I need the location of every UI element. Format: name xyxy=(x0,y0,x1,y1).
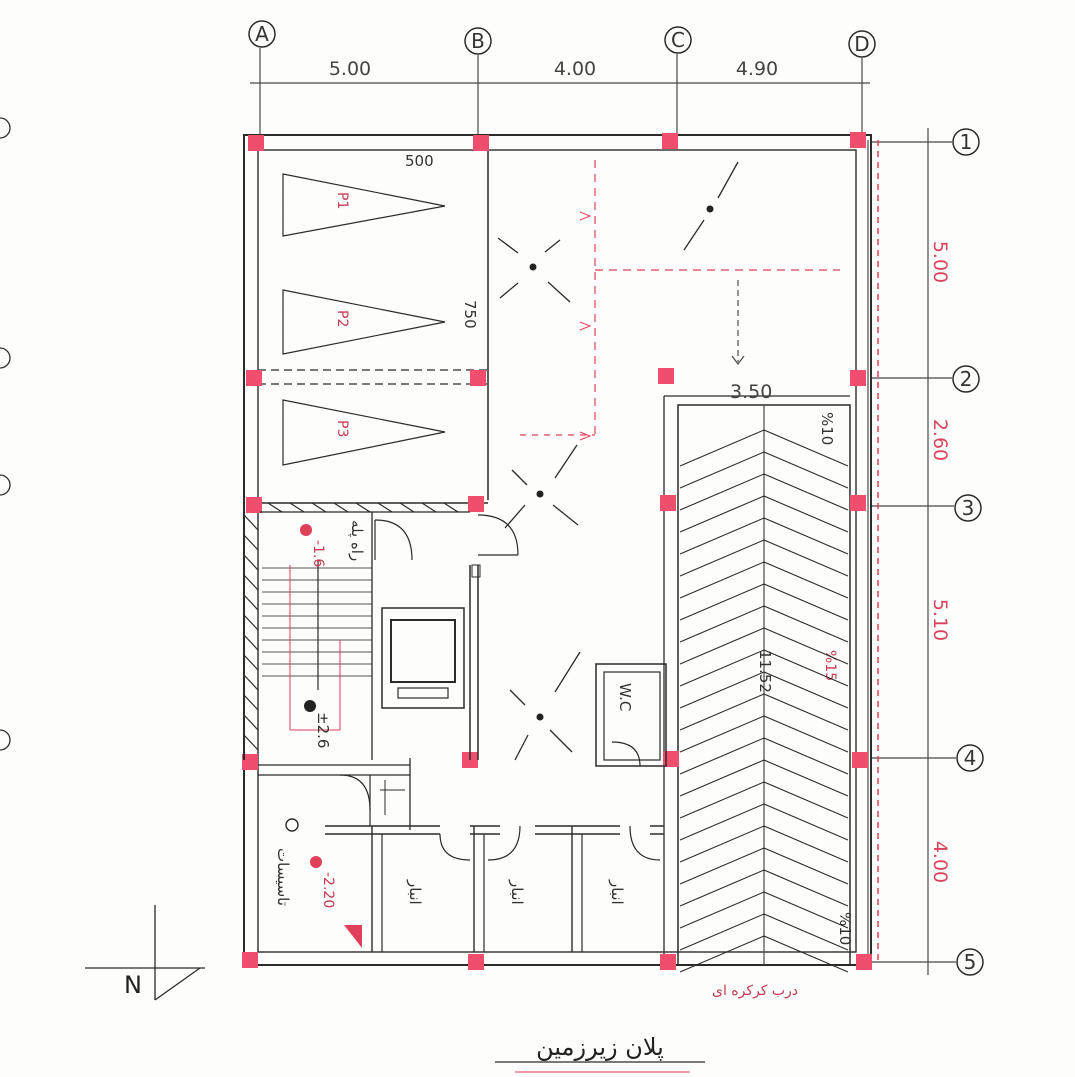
column-17 xyxy=(242,952,258,968)
column-19 xyxy=(660,954,676,970)
column-3 xyxy=(662,133,678,149)
column-9 xyxy=(246,497,262,513)
right-dim-45: 4.00 xyxy=(929,841,951,883)
grid-label-3: 3 xyxy=(962,496,975,520)
column-7 xyxy=(658,368,674,384)
ramp-chevron-line xyxy=(679,517,849,555)
garage-width-dim: 500 xyxy=(405,152,434,170)
utility-label: تاسیسات xyxy=(274,848,292,906)
ramp-chevron-line xyxy=(679,693,849,731)
storage-label-3: انبار xyxy=(608,879,626,905)
grid-axis-top: A B C D 5.00 4.00 4.90 xyxy=(248,20,876,135)
grid-label-c: C xyxy=(671,28,685,52)
ceiling-light-3 xyxy=(504,444,579,529)
ramp-chevron-line xyxy=(679,759,849,797)
parking-label-p2: P2 xyxy=(334,310,350,327)
grid-label-b: B xyxy=(471,29,485,53)
ramp-top-slope-label: %10 xyxy=(818,412,836,445)
drawing-title: پلان زیرزمین xyxy=(495,1033,705,1073)
ramp-chevron-line xyxy=(679,671,849,709)
ramp-chevron-line xyxy=(679,715,849,753)
ceiling-light-4 xyxy=(509,651,581,761)
ramp: 3.50 11.52 %15 %10 %10 درب کرکره ای xyxy=(663,381,854,999)
stair-core: راه پله -1.6 ±2.6 xyxy=(243,502,519,760)
grid-axis-right: 1 2 3 4 5 5.00 2.60 5.10 4.00 xyxy=(872,128,984,976)
wc-room: W.C xyxy=(595,663,667,767)
ramp-chevron-line xyxy=(679,781,849,819)
stair-level-upper: -1.6 xyxy=(310,540,326,567)
top-dim-bc: 4.00 xyxy=(554,58,596,80)
right-dim-34: 5.10 xyxy=(929,599,951,641)
column-10 xyxy=(468,496,484,512)
structural-columns xyxy=(242,132,872,970)
ceiling-light-1 xyxy=(497,237,571,303)
stair-note: راه پله xyxy=(347,520,366,561)
column-4 xyxy=(850,132,866,148)
ramp-chevron-line xyxy=(679,913,849,951)
column-6 xyxy=(470,370,486,386)
ramp-width-dim: 3.50 xyxy=(730,381,772,403)
column-20 xyxy=(856,954,872,970)
column-13 xyxy=(242,754,258,770)
ramp-chevron-line xyxy=(679,627,849,665)
driveway-area xyxy=(497,160,840,761)
stair-level-lower: ±2.6 xyxy=(314,712,332,748)
ramp-chevron-line xyxy=(679,473,849,511)
right-dim-23: 2.60 xyxy=(929,419,951,461)
parking-label-p1: P1 xyxy=(334,192,350,209)
top-dim-cd: 4.90 xyxy=(736,58,778,80)
top-dim-ab: 5.00 xyxy=(329,58,371,80)
grid-label-1: 1 xyxy=(960,130,973,154)
ramp-chevron-line xyxy=(679,495,849,533)
storage-label-1: انبار xyxy=(406,879,424,905)
grid-axis-left-partial xyxy=(0,117,11,751)
ramp-chevron-line xyxy=(679,539,849,577)
grid-label-2: 2 xyxy=(960,367,973,391)
ramp-chevron-line xyxy=(679,451,849,489)
ramp-chevron-line xyxy=(679,847,849,885)
column-8 xyxy=(850,370,866,386)
ramp-chevron-line xyxy=(679,869,849,907)
grid-label-4: 4 xyxy=(964,746,977,770)
grid-label-d: D xyxy=(854,32,869,56)
column-11 xyxy=(660,495,676,511)
ramp-chevron-line xyxy=(679,605,849,643)
grid-label-5: 5 xyxy=(964,950,977,974)
storage-label-2: انبار xyxy=(508,879,526,905)
ramp-chevron-line xyxy=(679,825,849,863)
ramp-length-dim: 11.52 xyxy=(756,650,774,693)
ramp-chevron-line xyxy=(679,803,849,841)
parking-bays: 500 750 P1 P2 P3 xyxy=(258,150,489,504)
ramp-chevron-line xyxy=(679,429,849,467)
grid-label-a: A xyxy=(255,22,269,46)
column-18 xyxy=(468,954,484,970)
wc-label: W.C xyxy=(616,683,634,711)
parking-label-p3: P3 xyxy=(334,420,350,437)
ramp-chevron-line xyxy=(679,737,849,775)
column-12 xyxy=(850,495,866,511)
north-arrow: N xyxy=(85,905,205,1001)
ramp-chevrons xyxy=(679,429,849,973)
ramp-chevron-line xyxy=(679,561,849,599)
outer-walls xyxy=(243,134,879,966)
ramp-door-label: درب کرکره ای xyxy=(712,983,798,999)
garage-depth-dim: 750 xyxy=(461,300,479,329)
column-15 xyxy=(663,751,679,767)
north-label: N xyxy=(124,971,142,999)
utility-level-label: -2.20 xyxy=(320,872,336,908)
plan-title: پلان زیرزمین xyxy=(536,1033,664,1061)
column-16 xyxy=(852,752,868,768)
ramp-chevron-line xyxy=(679,583,849,621)
column-1 xyxy=(248,135,264,151)
right-dim-12: 5.00 xyxy=(929,241,951,283)
column-2 xyxy=(473,135,489,151)
ramp-bottom-slope-label: %10 xyxy=(836,912,854,945)
ceiling-light-2 xyxy=(683,161,739,251)
ramp-chevron-line xyxy=(679,891,849,929)
ramp-chevron-line xyxy=(679,649,849,687)
ramp-chevron-line xyxy=(679,935,849,973)
lower-rooms: انبار انبار انبار -2.20 تاسیسات xyxy=(258,758,664,952)
column-5 xyxy=(246,370,262,386)
